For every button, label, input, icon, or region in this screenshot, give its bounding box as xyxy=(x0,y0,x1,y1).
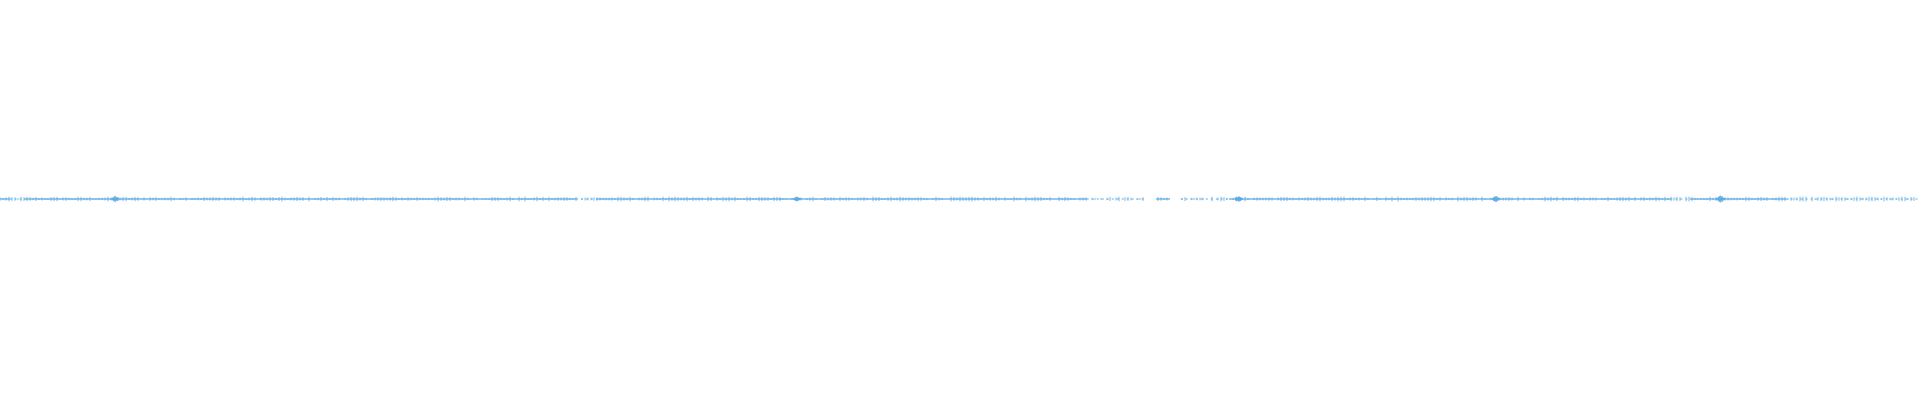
waveform-peak xyxy=(1234,196,1243,202)
waveform-peak xyxy=(111,195,119,203)
waveform-peak xyxy=(1492,196,1500,202)
waveform-peak xyxy=(1715,195,1725,203)
waveform-peak xyxy=(793,196,801,202)
